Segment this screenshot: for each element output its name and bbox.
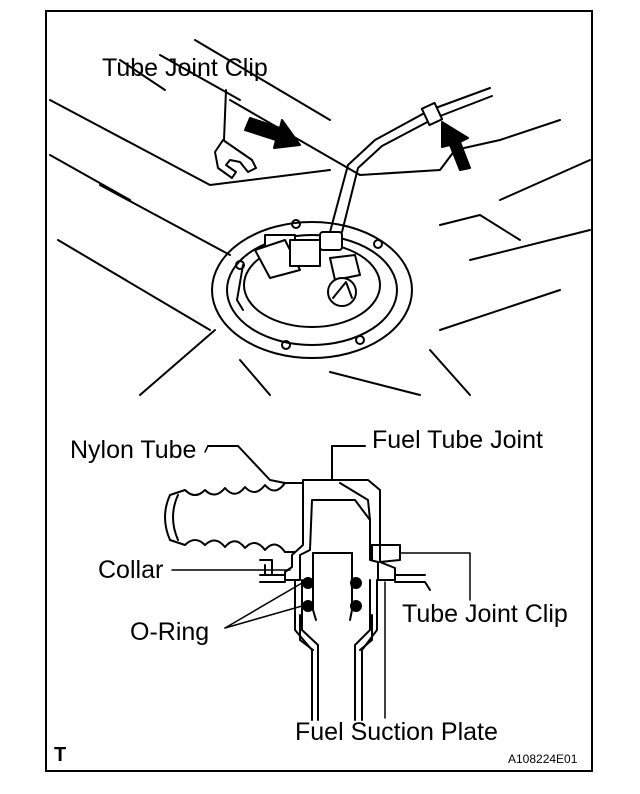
label-fuel-suction-plate: Fuel Suction Plate [295,718,498,746]
cross-section [164,445,471,721]
tube-joint-clip-top-shape [214,89,257,179]
nylon-tube-top [329,87,493,233]
arrow-icons [244,117,471,171]
label-tube-joint-clip-bottom: Tube Joint Clip [402,600,568,628]
fuel-tank-illustration [49,39,591,396]
label-nylon-tube: Nylon Tube [70,436,197,464]
label-collar: Collar [98,556,164,584]
label-tube-joint-clip-top: Tube Joint Clip [102,54,268,82]
figure-code: A108224E01 [508,752,578,766]
fuel-pump-flange [211,219,413,359]
diagram-frame [45,10,593,772]
label-o-ring: O-Ring [130,618,210,646]
label-fuel-tube-joint: Fuel Tube Joint [372,426,543,454]
corner-mark: T [54,744,67,766]
